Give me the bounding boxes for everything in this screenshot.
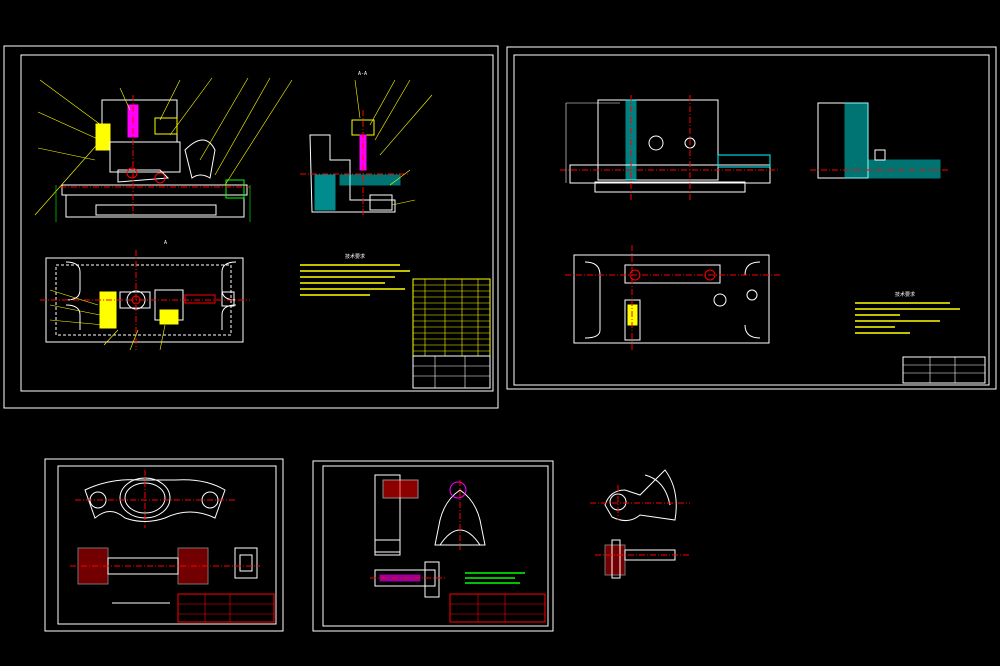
sheet-assembly[interactable]: A-A A (3, 45, 499, 409)
sheet-base-plate[interactable]: 技术要求 (506, 46, 997, 390)
sheet-inner-frame (20, 54, 494, 392)
fork-top-view (75, 470, 235, 528)
assembly-front-view (34, 77, 293, 222)
process-title-block (449, 593, 546, 623)
base-plate-tech-notes: 技术要求 (855, 291, 960, 334)
assembly-side-section: A-A (300, 71, 433, 215)
assembly-tech-notes: 技术要求 (300, 253, 410, 296)
assembly-top-view: A (40, 240, 250, 351)
fork-section-view (70, 547, 260, 585)
section-label: A-A (358, 71, 367, 77)
sheet-inner-frame (322, 465, 549, 627)
sheet-fork-part[interactable] (44, 458, 284, 632)
sheet-process-card[interactable] (312, 460, 554, 632)
tech-notes-title: 技术要求 (345, 253, 365, 260)
sheet-inner-frame (57, 465, 277, 625)
base-plate-title-block (902, 356, 986, 384)
base-plate-front-view (560, 95, 780, 200)
sheet-inner-frame (513, 54, 990, 386)
sheet-outer-border (44, 458, 284, 632)
sheet-outer-border (3, 45, 499, 409)
process-notes-green (465, 572, 525, 584)
assembly-parts-list (412, 278, 491, 389)
fork-title-block (112, 593, 275, 623)
loose-detail-views[interactable] (590, 469, 690, 579)
base-plate-side-view (810, 102, 950, 179)
svg-text:A: A (164, 240, 167, 246)
base-plate-top-view (565, 245, 780, 350)
tech-notes-title: 技术要求 (895, 291, 915, 298)
process-part-views (370, 474, 486, 598)
sheet-outer-border (312, 460, 554, 632)
sheet-outer-border (506, 46, 997, 390)
